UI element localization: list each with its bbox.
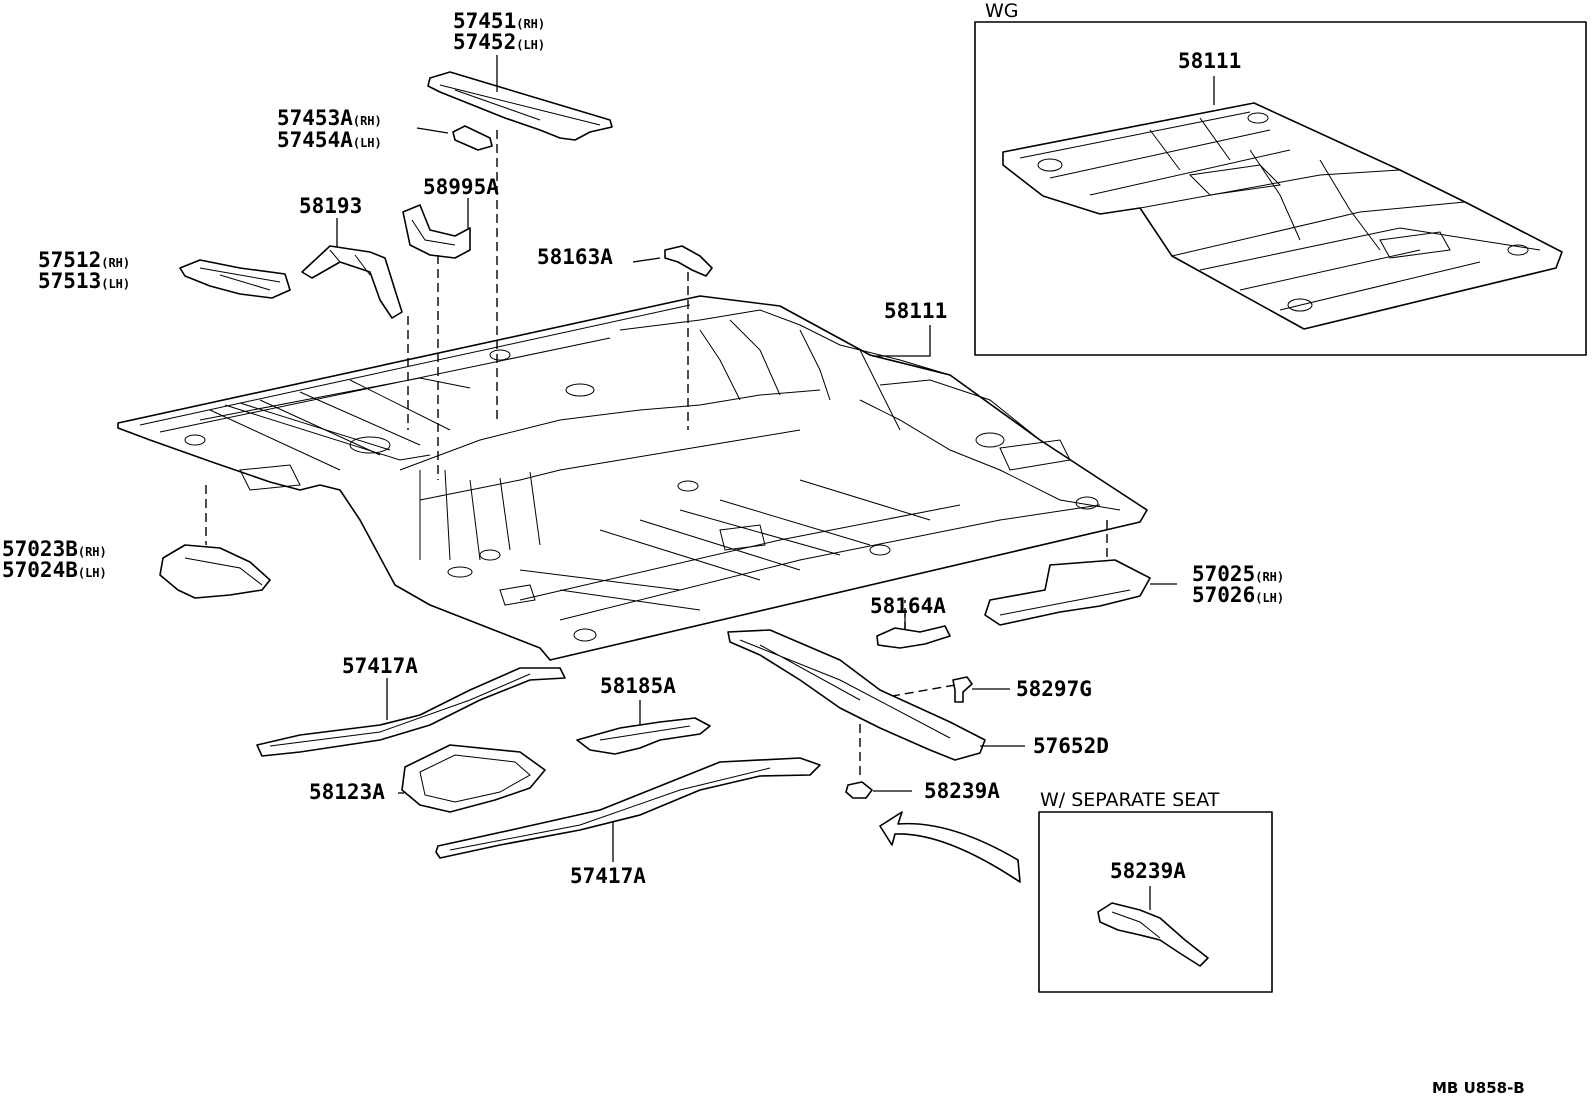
leader-57453A bbox=[416, 127, 449, 134]
part-57512 bbox=[179, 259, 291, 299]
part-57453A bbox=[452, 125, 493, 151]
part-57417A-bottom bbox=[435, 757, 821, 859]
main-floor-pan-58111 bbox=[117, 295, 1148, 661]
part-58193 bbox=[301, 245, 403, 319]
part-57652D bbox=[727, 629, 986, 761]
label-57451: 57451(RH) bbox=[453, 9, 546, 33]
part-58164A bbox=[876, 625, 951, 649]
label-58297G: 58297G bbox=[1016, 677, 1092, 701]
wg-inset-frame bbox=[974, 21, 1587, 356]
leader-58163A bbox=[632, 257, 661, 263]
label-58995A: 58995A bbox=[423, 175, 499, 199]
drawing-code: MB U858-B bbox=[1432, 1079, 1525, 1097]
label-57513: 57513(LH) bbox=[38, 269, 131, 293]
separate-seat-inset-frame bbox=[1038, 811, 1273, 993]
label-57512: 57512(RH) bbox=[38, 248, 131, 272]
label-58163A: 58163A bbox=[537, 245, 613, 269]
label-58239A-inset: 58239A bbox=[1110, 859, 1186, 883]
wg-inset-title: WG bbox=[985, 0, 1019, 22]
arrow-to-58239A bbox=[879, 811, 1021, 883]
label-57023B: 57023B(RH) bbox=[2, 537, 107, 561]
label-57417A-top: 57417A bbox=[342, 654, 418, 678]
label-57025: 57025(RH) bbox=[1192, 562, 1285, 586]
label-57417A-bottom: 57417A bbox=[570, 864, 646, 888]
label-58111-inset: 58111 bbox=[1178, 49, 1242, 73]
label-58111-main: 58111 bbox=[884, 299, 948, 323]
part-58123A bbox=[401, 744, 546, 813]
label-58123A: 58123A bbox=[309, 780, 385, 804]
label-58185A: 58185A bbox=[600, 674, 676, 698]
part-58297G bbox=[952, 676, 973, 703]
label-58239A-main: 58239A bbox=[924, 779, 1000, 803]
part-57025 bbox=[984, 559, 1151, 626]
part-58163A bbox=[664, 245, 713, 277]
label-57652D: 57652D bbox=[1033, 734, 1109, 758]
label-58164A: 58164A bbox=[870, 594, 946, 618]
inset-floor-pan-58111 bbox=[1002, 102, 1563, 330]
part-57451 bbox=[427, 71, 613, 141]
label-57454A: 57454A(LH) bbox=[277, 128, 382, 152]
part-58185A bbox=[576, 717, 711, 755]
part-58239A-main bbox=[845, 781, 873, 799]
label-57453A: 57453A(RH) bbox=[277, 106, 382, 130]
label-57452: 57452(LH) bbox=[453, 30, 546, 54]
part-57023B bbox=[159, 544, 271, 599]
label-57026: 57026(LH) bbox=[1192, 583, 1285, 607]
part-58239A-inset bbox=[1097, 902, 1209, 967]
label-57024B: 57024B(LH) bbox=[2, 558, 107, 582]
separate-seat-inset-title: W/ SEPARATE SEAT bbox=[1040, 789, 1220, 811]
part-58995A bbox=[402, 204, 471, 259]
label-58193: 58193 bbox=[299, 194, 363, 218]
leader-58111-main bbox=[872, 325, 931, 357]
part-57417A-top bbox=[256, 667, 566, 757]
